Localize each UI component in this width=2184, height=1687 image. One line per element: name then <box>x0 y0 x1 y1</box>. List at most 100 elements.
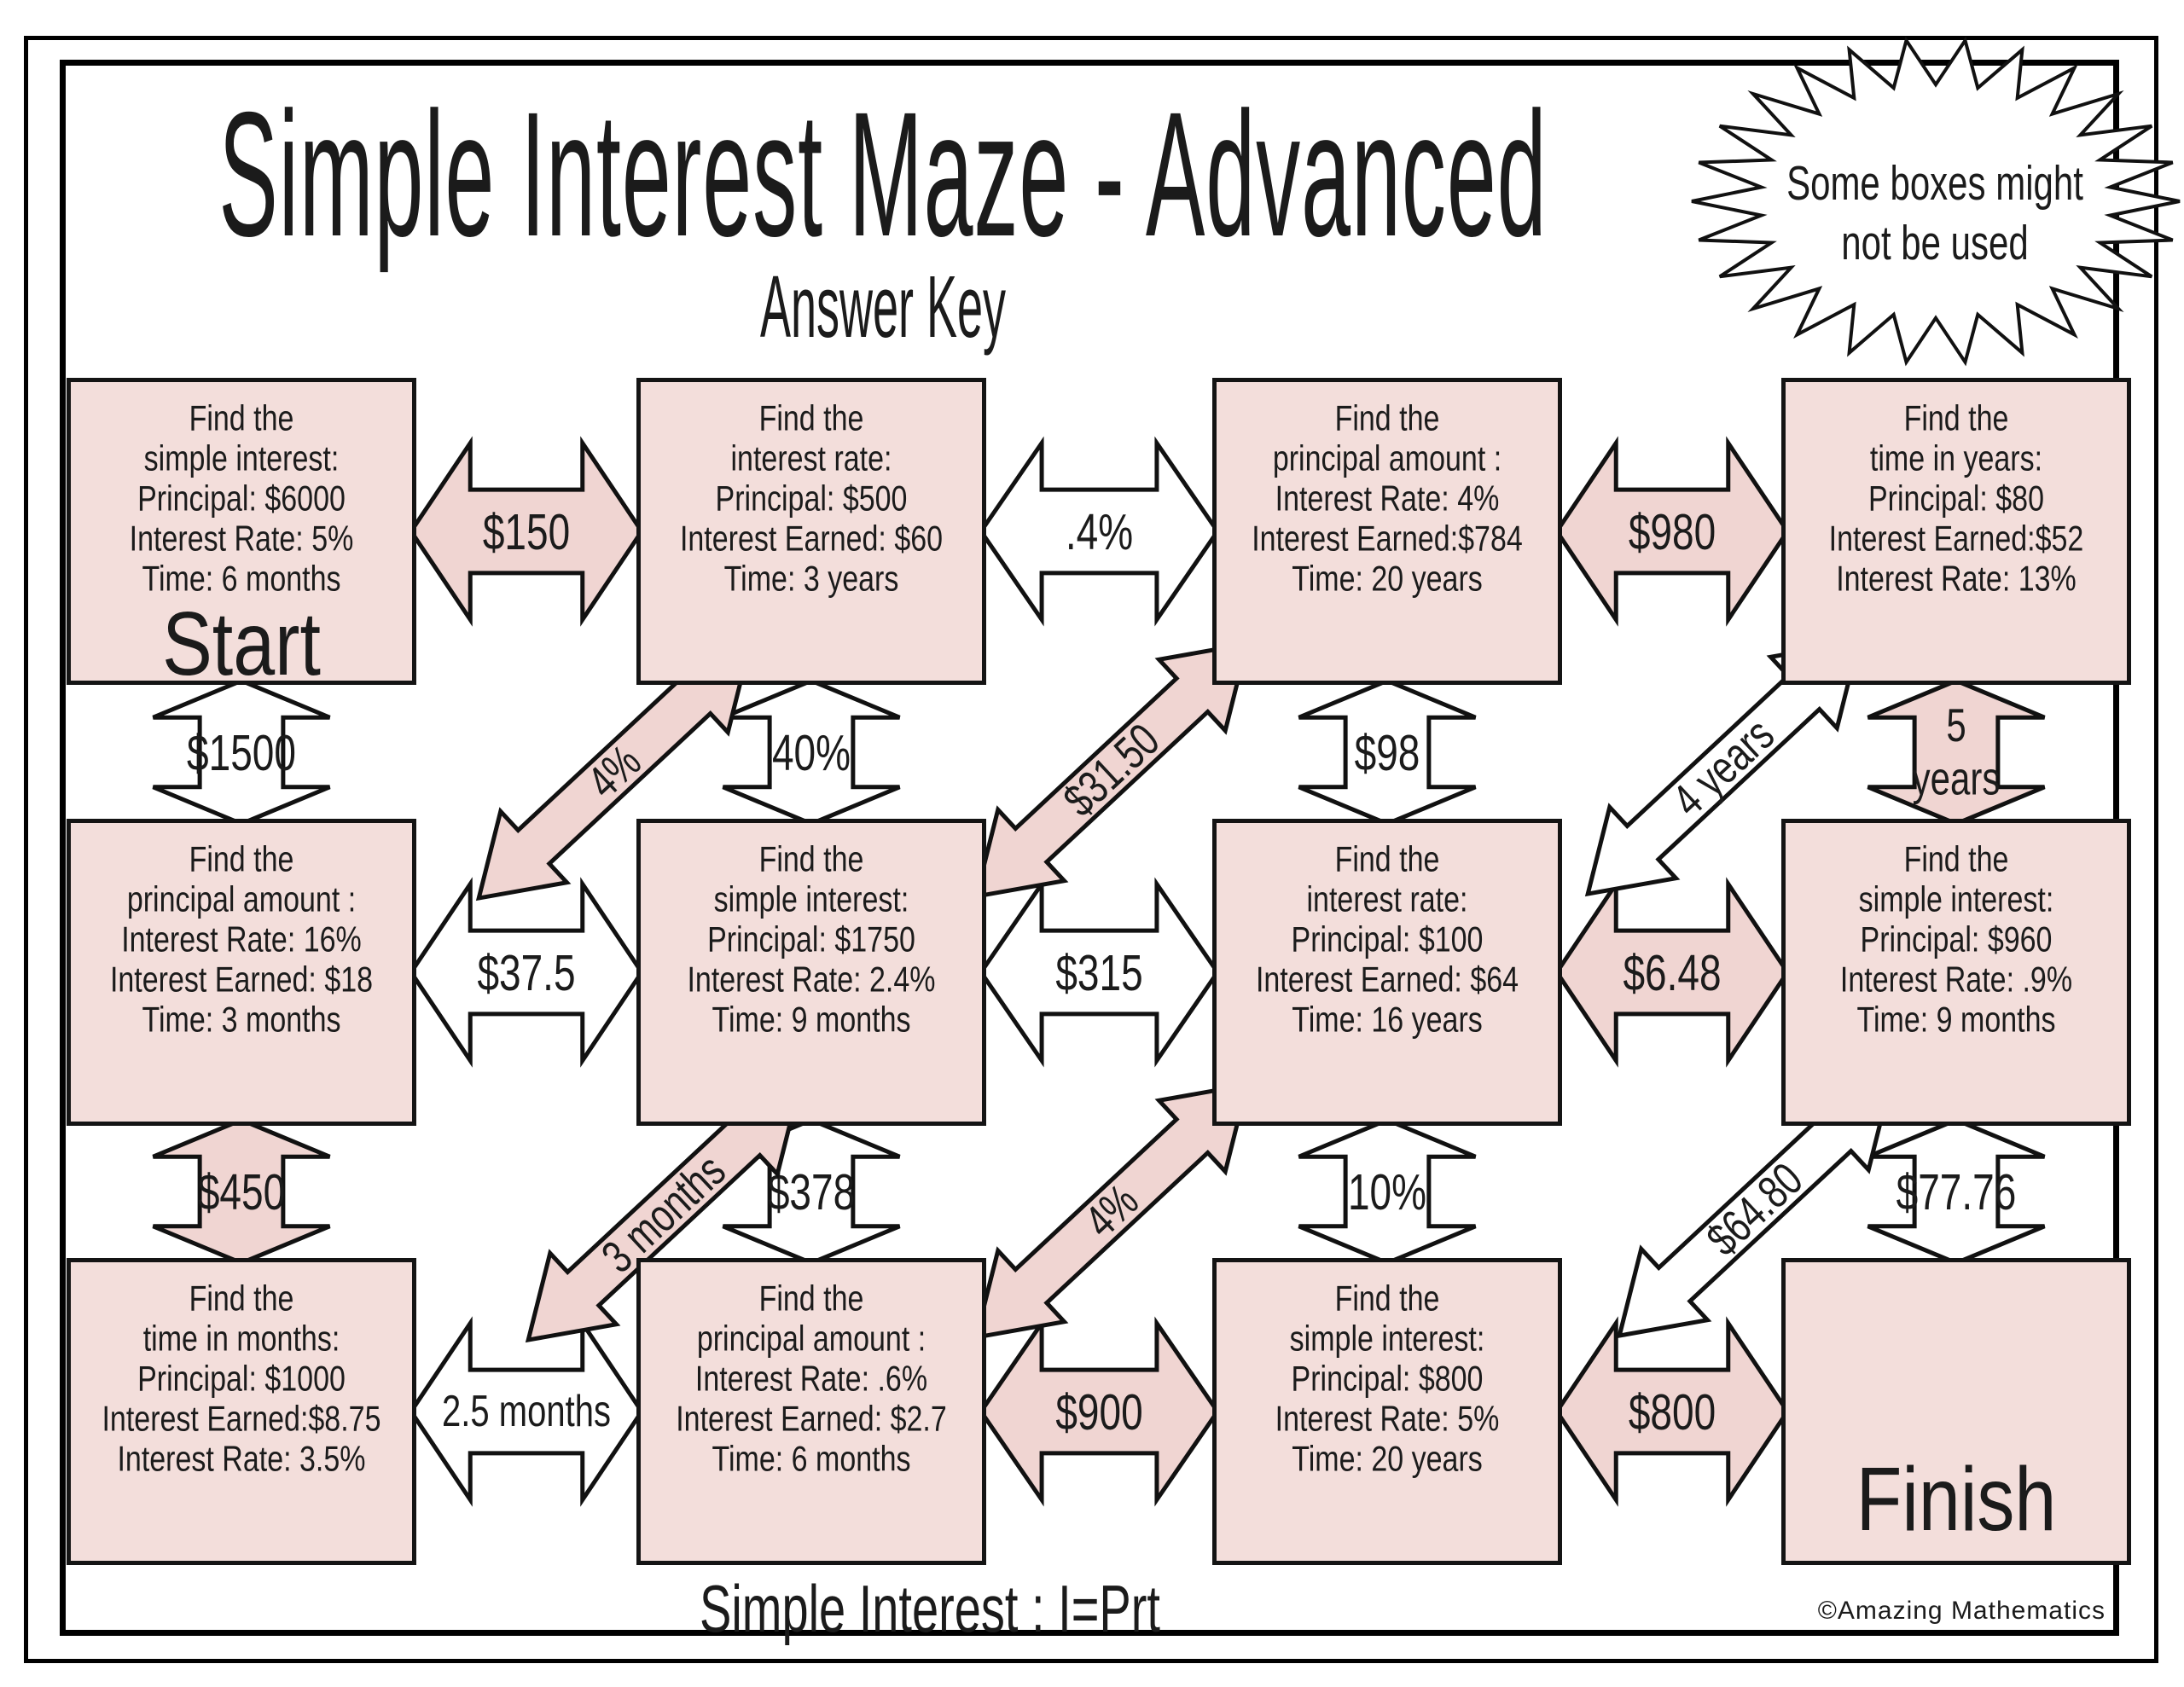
problem-line: Interest Rate: 2.4% <box>687 959 936 1000</box>
answer-arrow-v-g2-c3: 10% <box>1289 1119 1485 1264</box>
answer-arrow-v-g1-c4: 5 years <box>1858 680 2054 825</box>
problem-line: interest rate: <box>1306 879 1468 920</box>
problem-box-r3c2: Find the principal amount : Interest Rat… <box>636 1258 986 1565</box>
problem-box-r1c3: Find the principal amount : Interest Rat… <box>1212 378 1562 685</box>
answer-label: $980 <box>1628 502 1716 560</box>
problem-box-r1c1: Find the simple interest: Principal: $60… <box>67 378 416 693</box>
problem-line: Find the <box>189 398 294 439</box>
problem-line: Interest Rate: 16% <box>121 919 362 960</box>
problem-line: Find the <box>758 1278 864 1319</box>
answer-label: $6.48 <box>1623 943 1722 1001</box>
problem-box-r2c3: Find the interest rate: Principal: $100 … <box>1212 819 1562 1126</box>
problem-line: Interest Earned:$784 <box>1252 519 1523 559</box>
problem-line: Interest Rate: 5% <box>129 519 354 559</box>
problem-box-r2c1: Find the principal amount : Interest Rat… <box>67 819 416 1126</box>
answer-label: 10% <box>1347 1162 1427 1220</box>
answer-arrow-v-g1-c2: 40% <box>713 680 909 825</box>
answer-arrow-h-r1-c34: $980 <box>1555 433 1789 629</box>
problem-line: Interest Earned: $64 <box>1255 959 1519 1000</box>
problem-line: Find the <box>1334 839 1440 880</box>
answer-label: $378 <box>767 1162 856 1220</box>
problem-line: interest rate: <box>730 438 892 479</box>
answer-label: $800 <box>1628 1383 1716 1441</box>
problem-line: Time: 20 years <box>1292 559 1483 600</box>
problem-box-r2c4: Find the simple interest: Principal: $96… <box>1781 819 2131 1126</box>
problem-line: Interest Earned:$52 <box>1828 519 2084 559</box>
answer-label: .4% <box>1065 502 1134 560</box>
problem-line: time in years: <box>1869 438 2043 479</box>
page-subtitle: Answer Key <box>759 258 1007 357</box>
answer-arrow-v-g2-c1: $450 <box>143 1119 340 1264</box>
problem-line: Time: 6 months <box>712 1439 911 1480</box>
problem-box-r1c4: Find the time in years: Principal: $80 I… <box>1781 378 2131 685</box>
problem-line: Find the <box>189 1278 294 1319</box>
answer-label: 5 years <box>1912 699 2001 805</box>
problem-line: Interest Rate: 5% <box>1275 1399 1500 1440</box>
problem-line: Time: 3 months <box>142 1000 341 1041</box>
problem-line: Principal: $100 <box>1291 919 1484 960</box>
answer-label: $1500 <box>187 723 296 781</box>
page-title: Simple Interest Maze - Advanced <box>218 77 1548 275</box>
starburst-shape <box>1691 36 2181 367</box>
problem-line: Find the <box>1334 398 1440 439</box>
problem-line: Interest Earned:$8.75 <box>102 1399 381 1440</box>
problem-line: Principal: $800 <box>1291 1359 1484 1400</box>
answer-arrow-h-r1-c23: .4% <box>979 433 1219 629</box>
problem-line: Find the <box>1903 398 2009 439</box>
problem-line: Find the <box>189 839 294 880</box>
problem-line: simple interest: <box>1858 879 2054 920</box>
problem-line: Interest Rate: 13% <box>1836 559 2077 600</box>
problem-line: Principal: $500 <box>715 478 908 519</box>
page-border-outer <box>24 36 2158 1663</box>
problem-line: Time: 9 months <box>1856 1000 2056 1041</box>
credit-text: ©Amazing Mathematics <box>1817 1597 2106 1625</box>
problem-line: Interest Earned: $18 <box>109 959 374 1000</box>
answer-label: $150 <box>482 502 571 560</box>
formula-text: Simple Interest : I=Prt <box>700 1570 1160 1646</box>
answer-label: $37.5 <box>477 943 576 1001</box>
answer-label: $77.76 <box>1896 1162 2017 1220</box>
problem-line: Principal: $960 <box>1860 919 2053 960</box>
problem-line: Principal: $80 <box>1867 478 2044 519</box>
answer-arrow-h-r3-c23: $900 <box>979 1313 1219 1510</box>
start-label: Start <box>162 593 321 694</box>
answer-label: $315 <box>1055 943 1143 1001</box>
answer-arrow-h-r1-c12: $150 <box>410 433 643 629</box>
starburst-note: Some boxes might not be used <box>1687 34 2184 368</box>
problem-line: Time: 20 years <box>1292 1439 1483 1480</box>
starburst-icon <box>1691 36 2181 367</box>
finish-label: Finish <box>1856 1448 2057 1550</box>
problem-line: Find the <box>758 398 864 439</box>
answer-arrow-h-r2-c23: $315 <box>979 874 1219 1070</box>
problem-box-r3c1: Find the time in months: Principal: $100… <box>67 1258 416 1565</box>
problem-line: Find the <box>758 839 864 880</box>
answer-label: $900 <box>1055 1383 1143 1441</box>
problem-line: Time: 6 months <box>142 559 341 600</box>
problem-line: Time: 16 years <box>1292 1000 1483 1041</box>
problem-line: Interest Earned: $2.7 <box>676 1399 947 1440</box>
problem-line: simple interest: <box>143 438 340 479</box>
problem-line: time in months: <box>142 1319 340 1359</box>
problem-line: Find the <box>1903 839 2009 880</box>
problem-line: principal amount : <box>1272 438 1502 479</box>
problem-line: Interest Earned: $60 <box>679 519 944 559</box>
answer-arrow-v-g1-c1: $1500 <box>143 680 340 825</box>
starburst-text: Some boxes might not be used <box>1786 155 2083 270</box>
problem-line: Principal: $6000 <box>137 478 346 519</box>
answer-arrow-v-g1-c3: $98 <box>1289 680 1485 825</box>
problem-line: Interest Rate: 4% <box>1275 478 1500 519</box>
problem-box-r1c2: Find the interest rate: Principal: $500 … <box>636 378 986 685</box>
problem-line: simple interest: <box>1289 1319 1485 1359</box>
problem-line: Principal: $1750 <box>707 919 915 960</box>
answer-arrow-h-r2-c12: $37.5 <box>410 874 643 1070</box>
problem-line: principal amount : <box>126 879 357 920</box>
problem-line: Find the <box>1334 1278 1440 1319</box>
answer-label: 40% <box>771 723 851 781</box>
problem-box-r3c3: Find the simple interest: Principal: $80… <box>1212 1258 1562 1565</box>
problem-line: Interest Rate: 3.5% <box>117 1439 366 1480</box>
answer-arrow-h-r3-c34: $800 <box>1555 1313 1789 1510</box>
problem-line: simple interest: <box>713 879 909 920</box>
problem-line: principal amount : <box>696 1319 926 1359</box>
answer-label: 2.5 months <box>442 1386 611 1435</box>
